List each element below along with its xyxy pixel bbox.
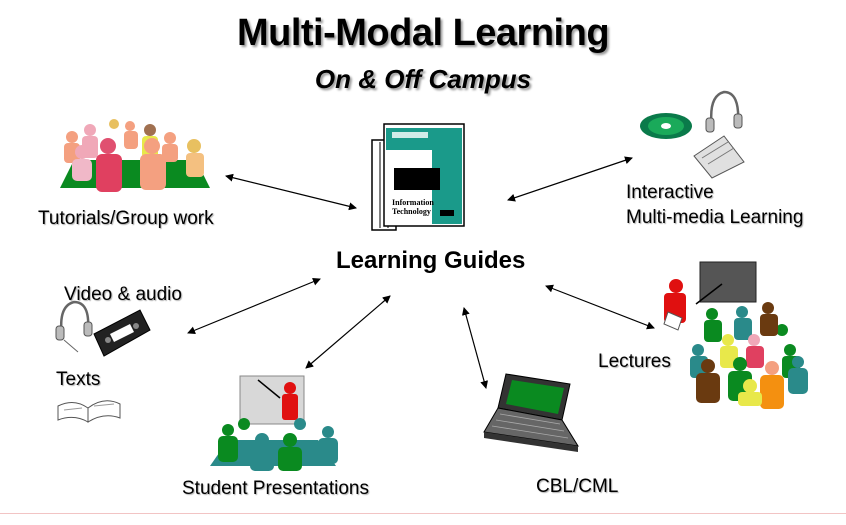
connector-arrows	[187, 156, 655, 389]
disk-card-icon	[693, 135, 745, 179]
audio-headset-icon	[55, 300, 93, 353]
lecture-scene-icon	[663, 261, 808, 409]
presentation-scene-icon	[210, 375, 338, 471]
arrow-presentations	[305, 295, 391, 369]
bottom-divider	[0, 513, 846, 514]
video-cassette-icon	[93, 309, 151, 357]
arrow-interactive	[507, 156, 633, 202]
group-people-icon	[60, 119, 210, 192]
interactive-label-line1: Interactive	[626, 182, 714, 203]
student-presentations-label: Student Presentations	[182, 478, 369, 499]
video-audio-label: Video & audio	[64, 284, 182, 305]
lectures-label: Lectures	[598, 351, 671, 372]
learning-guides-label: Learning Guides	[336, 247, 526, 274]
book-icon: Information Technology	[371, 123, 465, 231]
cbl-cml-label: CBL/CML	[536, 476, 619, 497]
diagram-subtitle: On & Off Campus	[314, 64, 532, 94]
diagram-title: Multi-Modal Learning	[236, 12, 610, 54]
cd-rom-icon	[640, 113, 692, 139]
laptop-icon	[483, 373, 579, 452]
arrow-lectures	[545, 284, 655, 330]
tutorials-label: Tutorials/Group work	[38, 208, 214, 229]
headset-icon	[705, 90, 743, 133]
book-cover-line2: Technology	[392, 207, 431, 216]
texts-label: Texts	[56, 369, 101, 390]
arrow-tutorials	[225, 173, 357, 211]
arrow-video	[187, 277, 321, 335]
open-book-icon	[57, 400, 121, 423]
arrow-cbl	[461, 307, 489, 389]
interactive-label-line2: Multi-media Learning	[626, 207, 804, 228]
book-cover-line1: Information	[392, 198, 434, 207]
